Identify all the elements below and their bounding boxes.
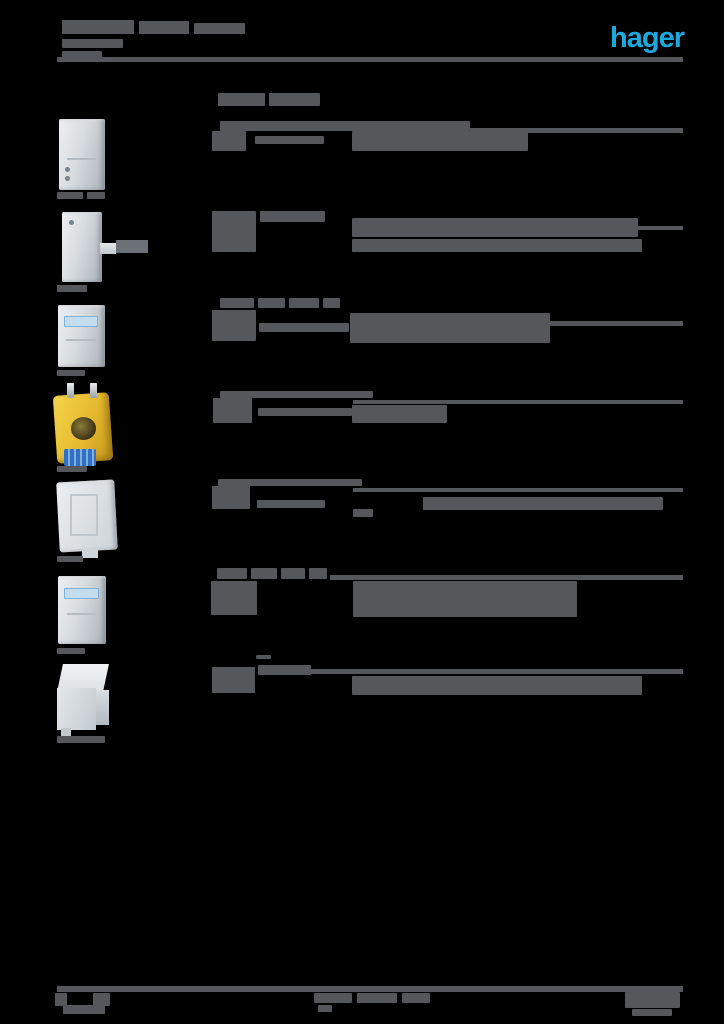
photo-caption-bar bbox=[57, 466, 87, 472]
photo-metal-pin bbox=[67, 383, 75, 398]
product-photo-7 bbox=[57, 664, 111, 736]
photo-side-tag bbox=[116, 240, 148, 253]
photo-caption-bar bbox=[57, 192, 83, 199]
photo-caption-bar bbox=[57, 736, 105, 743]
photo-caption-bar bbox=[57, 556, 83, 562]
photo-inner-outline bbox=[69, 493, 98, 537]
redacted-footer-text-bar bbox=[55, 993, 67, 1006]
redacted-footer-text-bar bbox=[357, 993, 397, 1003]
redacted-footer-text-bar bbox=[318, 1005, 332, 1012]
photo-seam bbox=[66, 339, 96, 342]
redacted-title-text-bar bbox=[194, 23, 245, 34]
redacted-text-bar bbox=[352, 676, 642, 695]
photo-seam bbox=[66, 613, 97, 616]
row-separator-rule bbox=[353, 488, 683, 492]
redacted-footer-text-bar bbox=[625, 992, 680, 1008]
redacted-text-bar bbox=[350, 313, 550, 343]
redacted-text-bar bbox=[352, 218, 638, 237]
row-separator-rule bbox=[550, 321, 683, 326]
redacted-text-bar bbox=[212, 486, 250, 509]
redacted-text-bar bbox=[258, 298, 285, 308]
redacted-text-bar bbox=[212, 310, 256, 341]
row-separator-rule bbox=[353, 400, 683, 404]
redacted-footer-text-bar bbox=[314, 993, 352, 1003]
redacted-text-bar bbox=[423, 497, 663, 510]
photo-foot bbox=[82, 549, 99, 558]
redacted-text-bar bbox=[218, 479, 362, 486]
redacted-text-bar bbox=[255, 136, 324, 144]
redacted-text-bar bbox=[309, 568, 327, 579]
photo-blue-clamp bbox=[63, 449, 97, 466]
photo-caption-bar bbox=[57, 370, 85, 376]
redacted-title-text-bar bbox=[62, 51, 102, 58]
redacted-text-bar bbox=[256, 655, 271, 659]
product-photo-6 bbox=[58, 576, 106, 644]
redacted-text-bar bbox=[352, 239, 642, 252]
row-separator-rule bbox=[330, 575, 683, 580]
photo-lug bbox=[61, 728, 72, 736]
photo-front-face bbox=[57, 687, 96, 730]
photo-caption-bar bbox=[57, 285, 87, 292]
redacted-text-bar bbox=[323, 298, 340, 308]
redacted-text-bar bbox=[212, 131, 246, 151]
row-separator-rule bbox=[636, 226, 683, 230]
redacted-text-bar bbox=[211, 581, 257, 615]
redacted-text-bar bbox=[220, 298, 254, 308]
redacted-text-bar bbox=[220, 121, 470, 131]
photo-metal-pin bbox=[89, 383, 97, 398]
product-photo-4 bbox=[52, 383, 114, 466]
redacted-title-text-bar bbox=[62, 20, 134, 34]
product-photo-5 bbox=[56, 479, 118, 558]
redacted-footer-text-bar bbox=[63, 1005, 105, 1014]
photo-detail-dot bbox=[69, 220, 75, 226]
product-photo-1 bbox=[59, 119, 105, 190]
redacted-text-bar bbox=[281, 568, 305, 579]
redacted-section-title-bar bbox=[218, 93, 265, 106]
redacted-text-bar bbox=[260, 211, 325, 222]
header-rule bbox=[57, 57, 683, 62]
photo-label-stripe bbox=[63, 315, 99, 327]
redacted-section-title-bar bbox=[269, 93, 320, 106]
redacted-footer-text-bar bbox=[402, 993, 430, 1003]
redacted-text-bar bbox=[212, 211, 256, 252]
photo-detail-dot bbox=[65, 176, 71, 182]
product-photo-3 bbox=[58, 305, 105, 367]
redacted-title-text-bar bbox=[62, 39, 123, 48]
photo-seam bbox=[67, 158, 96, 161]
photo-hole bbox=[70, 417, 97, 441]
photo-body bbox=[62, 212, 102, 282]
redacted-text-bar bbox=[257, 500, 325, 508]
photo-detail-dot bbox=[65, 166, 71, 172]
photo-body bbox=[58, 305, 105, 367]
redacted-text-bar bbox=[352, 131, 528, 151]
photo-caption-bar bbox=[57, 648, 85, 654]
redacted-text-bar bbox=[220, 391, 373, 398]
redacted-footer-text-bar bbox=[93, 993, 110, 1006]
redacted-text-bar bbox=[352, 405, 447, 423]
redacted-text-bar bbox=[259, 323, 349, 332]
redacted-text-bar bbox=[213, 398, 252, 423]
photo-caption-bar bbox=[87, 192, 105, 199]
product-photo-2 bbox=[62, 212, 148, 282]
row-separator-rule bbox=[470, 128, 683, 133]
row-separator-rule bbox=[311, 669, 683, 674]
redacted-text-bar bbox=[212, 667, 255, 693]
hager-logo: hager bbox=[610, 22, 685, 54]
redacted-text-bar bbox=[258, 408, 352, 416]
photo-lever-arm bbox=[100, 242, 116, 254]
redacted-text-bar bbox=[289, 298, 319, 308]
redacted-text-bar bbox=[251, 568, 277, 579]
redacted-text-bar bbox=[258, 665, 311, 675]
redacted-text-bar bbox=[353, 509, 373, 517]
photo-body bbox=[58, 576, 106, 644]
footer-rule bbox=[57, 986, 683, 992]
photo-label-stripe bbox=[63, 587, 100, 599]
redacted-footer-text-bar bbox=[632, 1009, 672, 1016]
redacted-text-bar bbox=[217, 568, 247, 579]
redacted-title-text-bar bbox=[139, 21, 189, 34]
redacted-text-bar bbox=[353, 581, 577, 617]
